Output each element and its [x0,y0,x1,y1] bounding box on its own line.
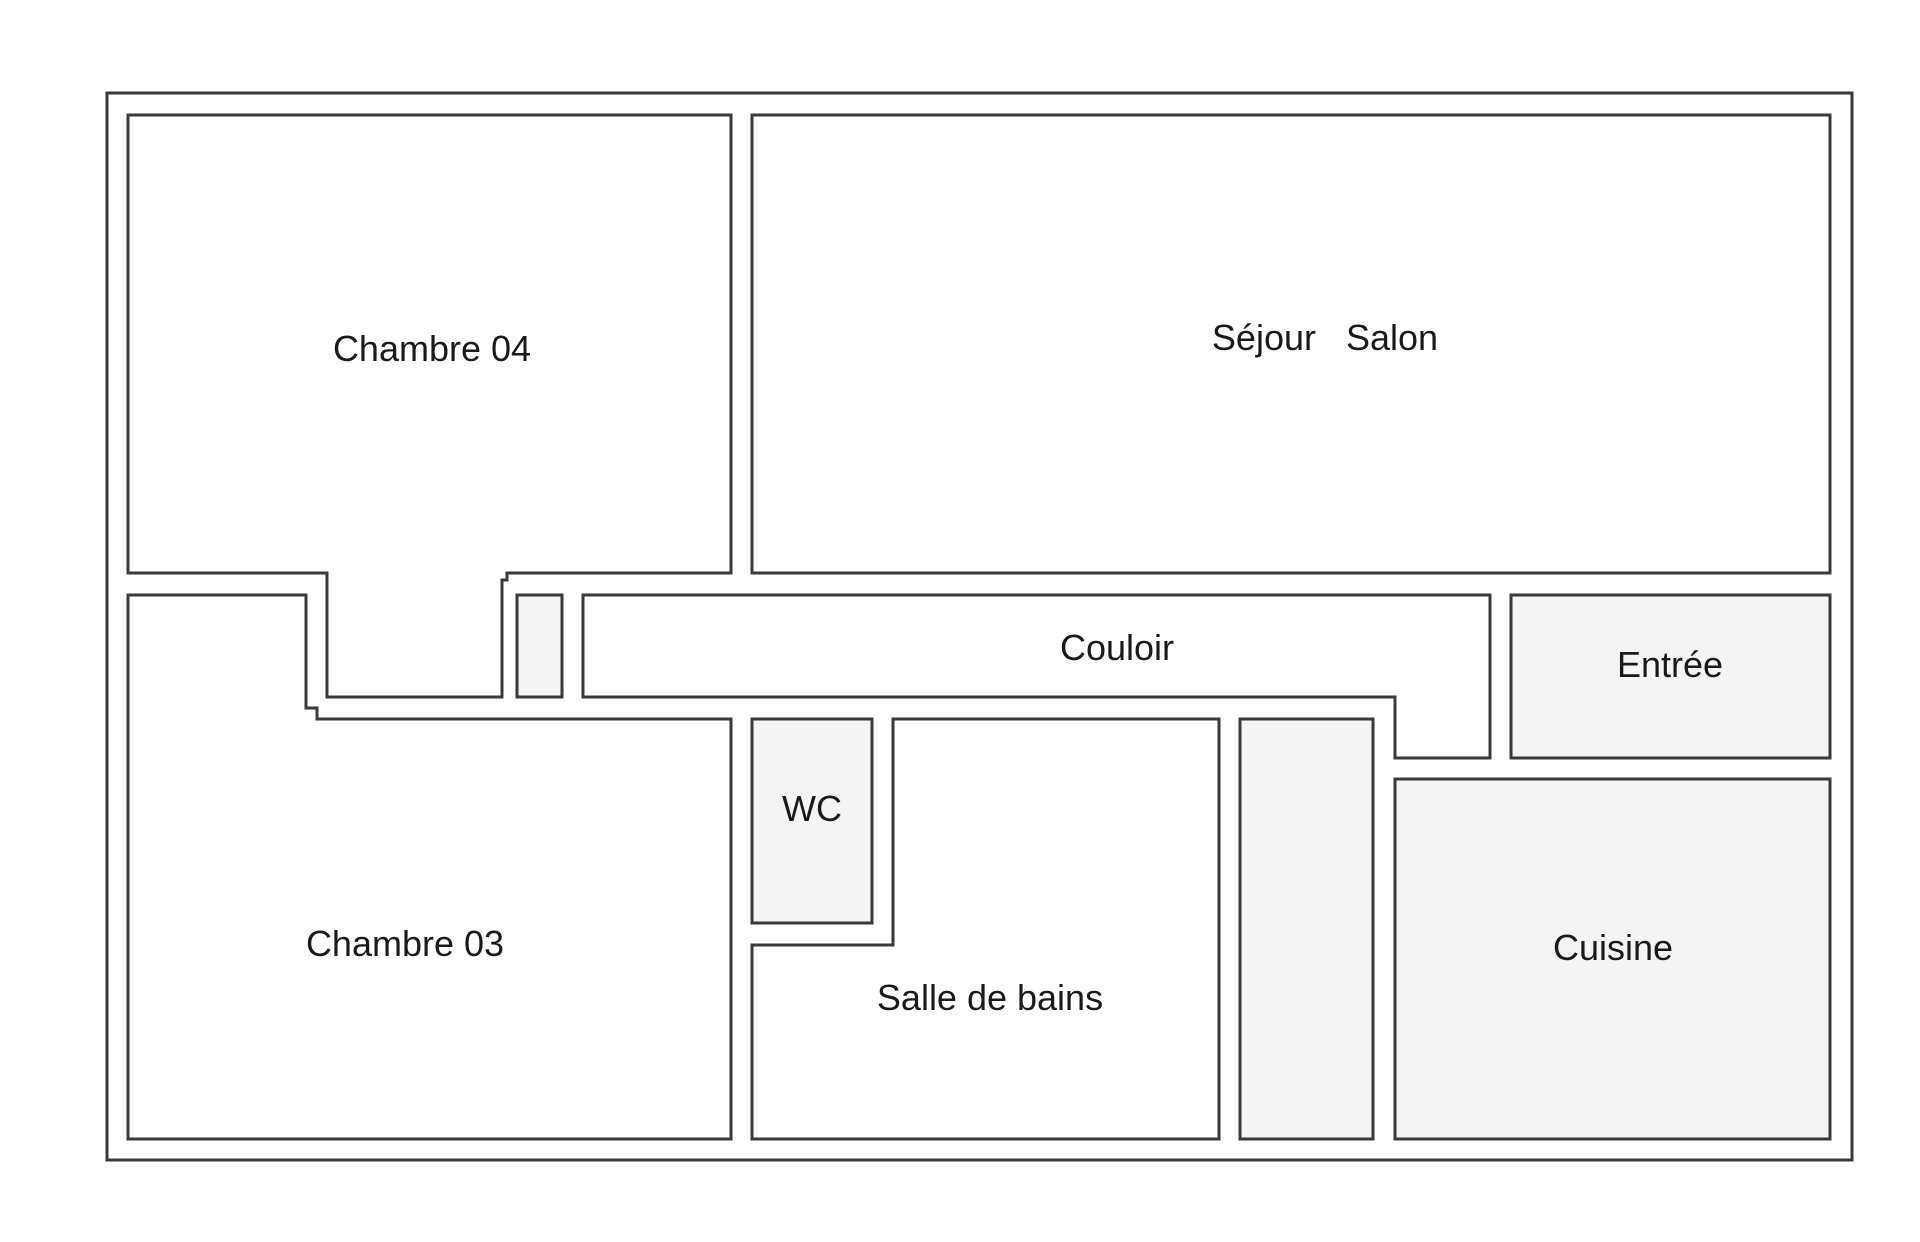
label-wc: WC [782,788,842,829]
room-salle-de-bains [750,717,1221,1141]
label-salle-de-bains: Salle de bains [877,977,1103,1018]
room-entree [1509,593,1832,760]
label-entree: Entrée [1617,644,1723,685]
label-sejour-salon: Séjour Salon [1212,317,1438,358]
label-couloir: Couloir [1060,627,1174,668]
room-wc [750,717,874,925]
label-chambre-03: Chambre 03 [306,923,504,964]
room-chambre-03 [126,593,733,1141]
room-couloir [581,593,1492,760]
storage-strip [1238,717,1375,1141]
room-chambre-04 [126,113,733,699]
label-chambre-04: Chambre 04 [333,328,531,369]
label-cuisine: Cuisine [1553,927,1673,968]
closet-small [515,593,564,699]
room-cuisine [1393,777,1832,1141]
room-sejour-salon [750,113,1832,575]
